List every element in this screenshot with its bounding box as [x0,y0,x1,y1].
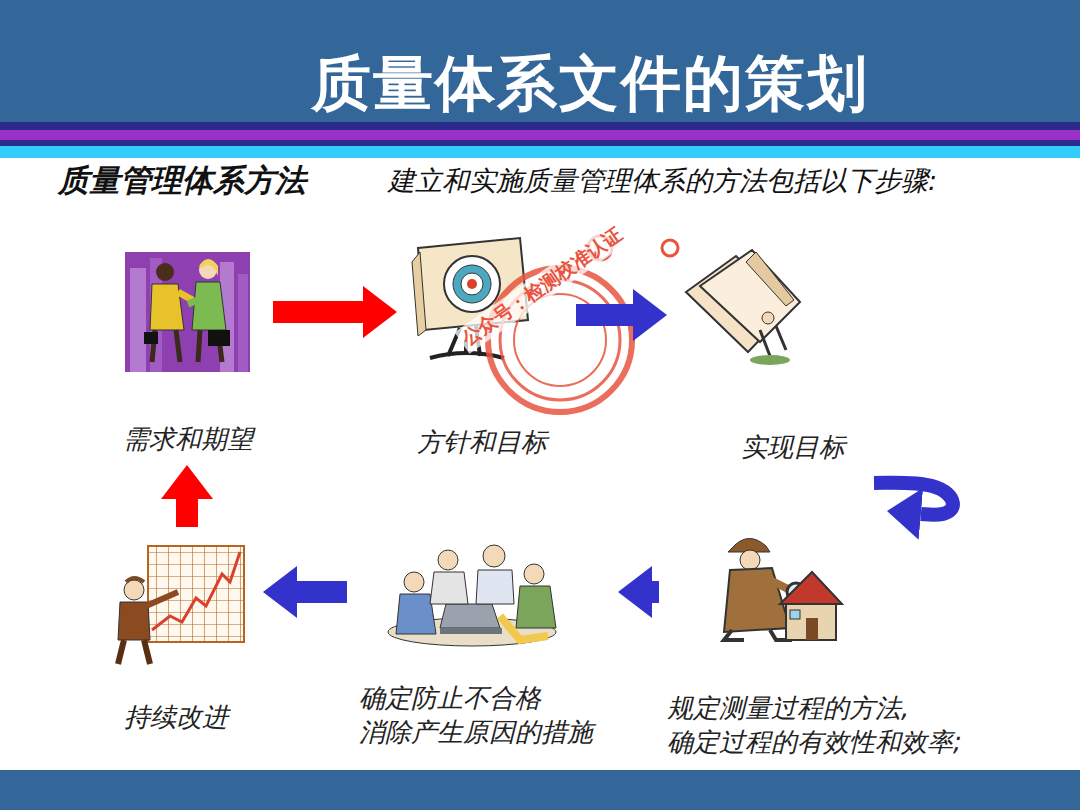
chart-clipart [118,546,244,664]
process-step: 需求和期望 [115,245,265,457]
step-caption: 规定测量过程的方法, 确定过程的有效性和效率; [667,692,1003,760]
slide-title: 质量体系文件的策划 [200,44,980,125]
process-step: 规定测量过程的方法, 确定过程的有效性和效率; [665,515,1011,760]
team-clipart [388,545,556,646]
flow-arrow [273,301,363,323]
stripe [0,130,1080,140]
process-step: 方针和目标 [405,230,570,460]
process-step: 实现目标 [675,240,870,465]
step-caption: 持续改进 [124,701,228,735]
flow-arrow [652,581,659,603]
process-step: 持续改进 [110,535,255,735]
stripe [0,146,1080,158]
flow-arrow [874,483,953,515]
step-caption: 确定防止不合格 消除产生原因的措施 [359,682,604,750]
detective-clipart [724,538,842,640]
stripe [0,140,1080,146]
folders-clipart [686,250,800,365]
flow-arrow [176,499,198,527]
flow-arrow [576,304,633,326]
bottom-banner [0,770,1080,810]
subtitle-text: 建立和实施质量管理体系的方法包括以下步骤: [385,163,940,199]
step-caption: 实现目标 [741,431,845,465]
step-caption: 方针和目标 [417,426,547,460]
subtitle-text: 质量管理体系方法 [55,160,309,202]
stripe [0,122,1080,130]
process-step: 确定防止不合格 消除产生原因的措施 [355,530,612,750]
step-caption: 需求和期望 [123,423,253,457]
handshake-clipart [125,252,250,372]
flow-arrow [297,581,347,603]
